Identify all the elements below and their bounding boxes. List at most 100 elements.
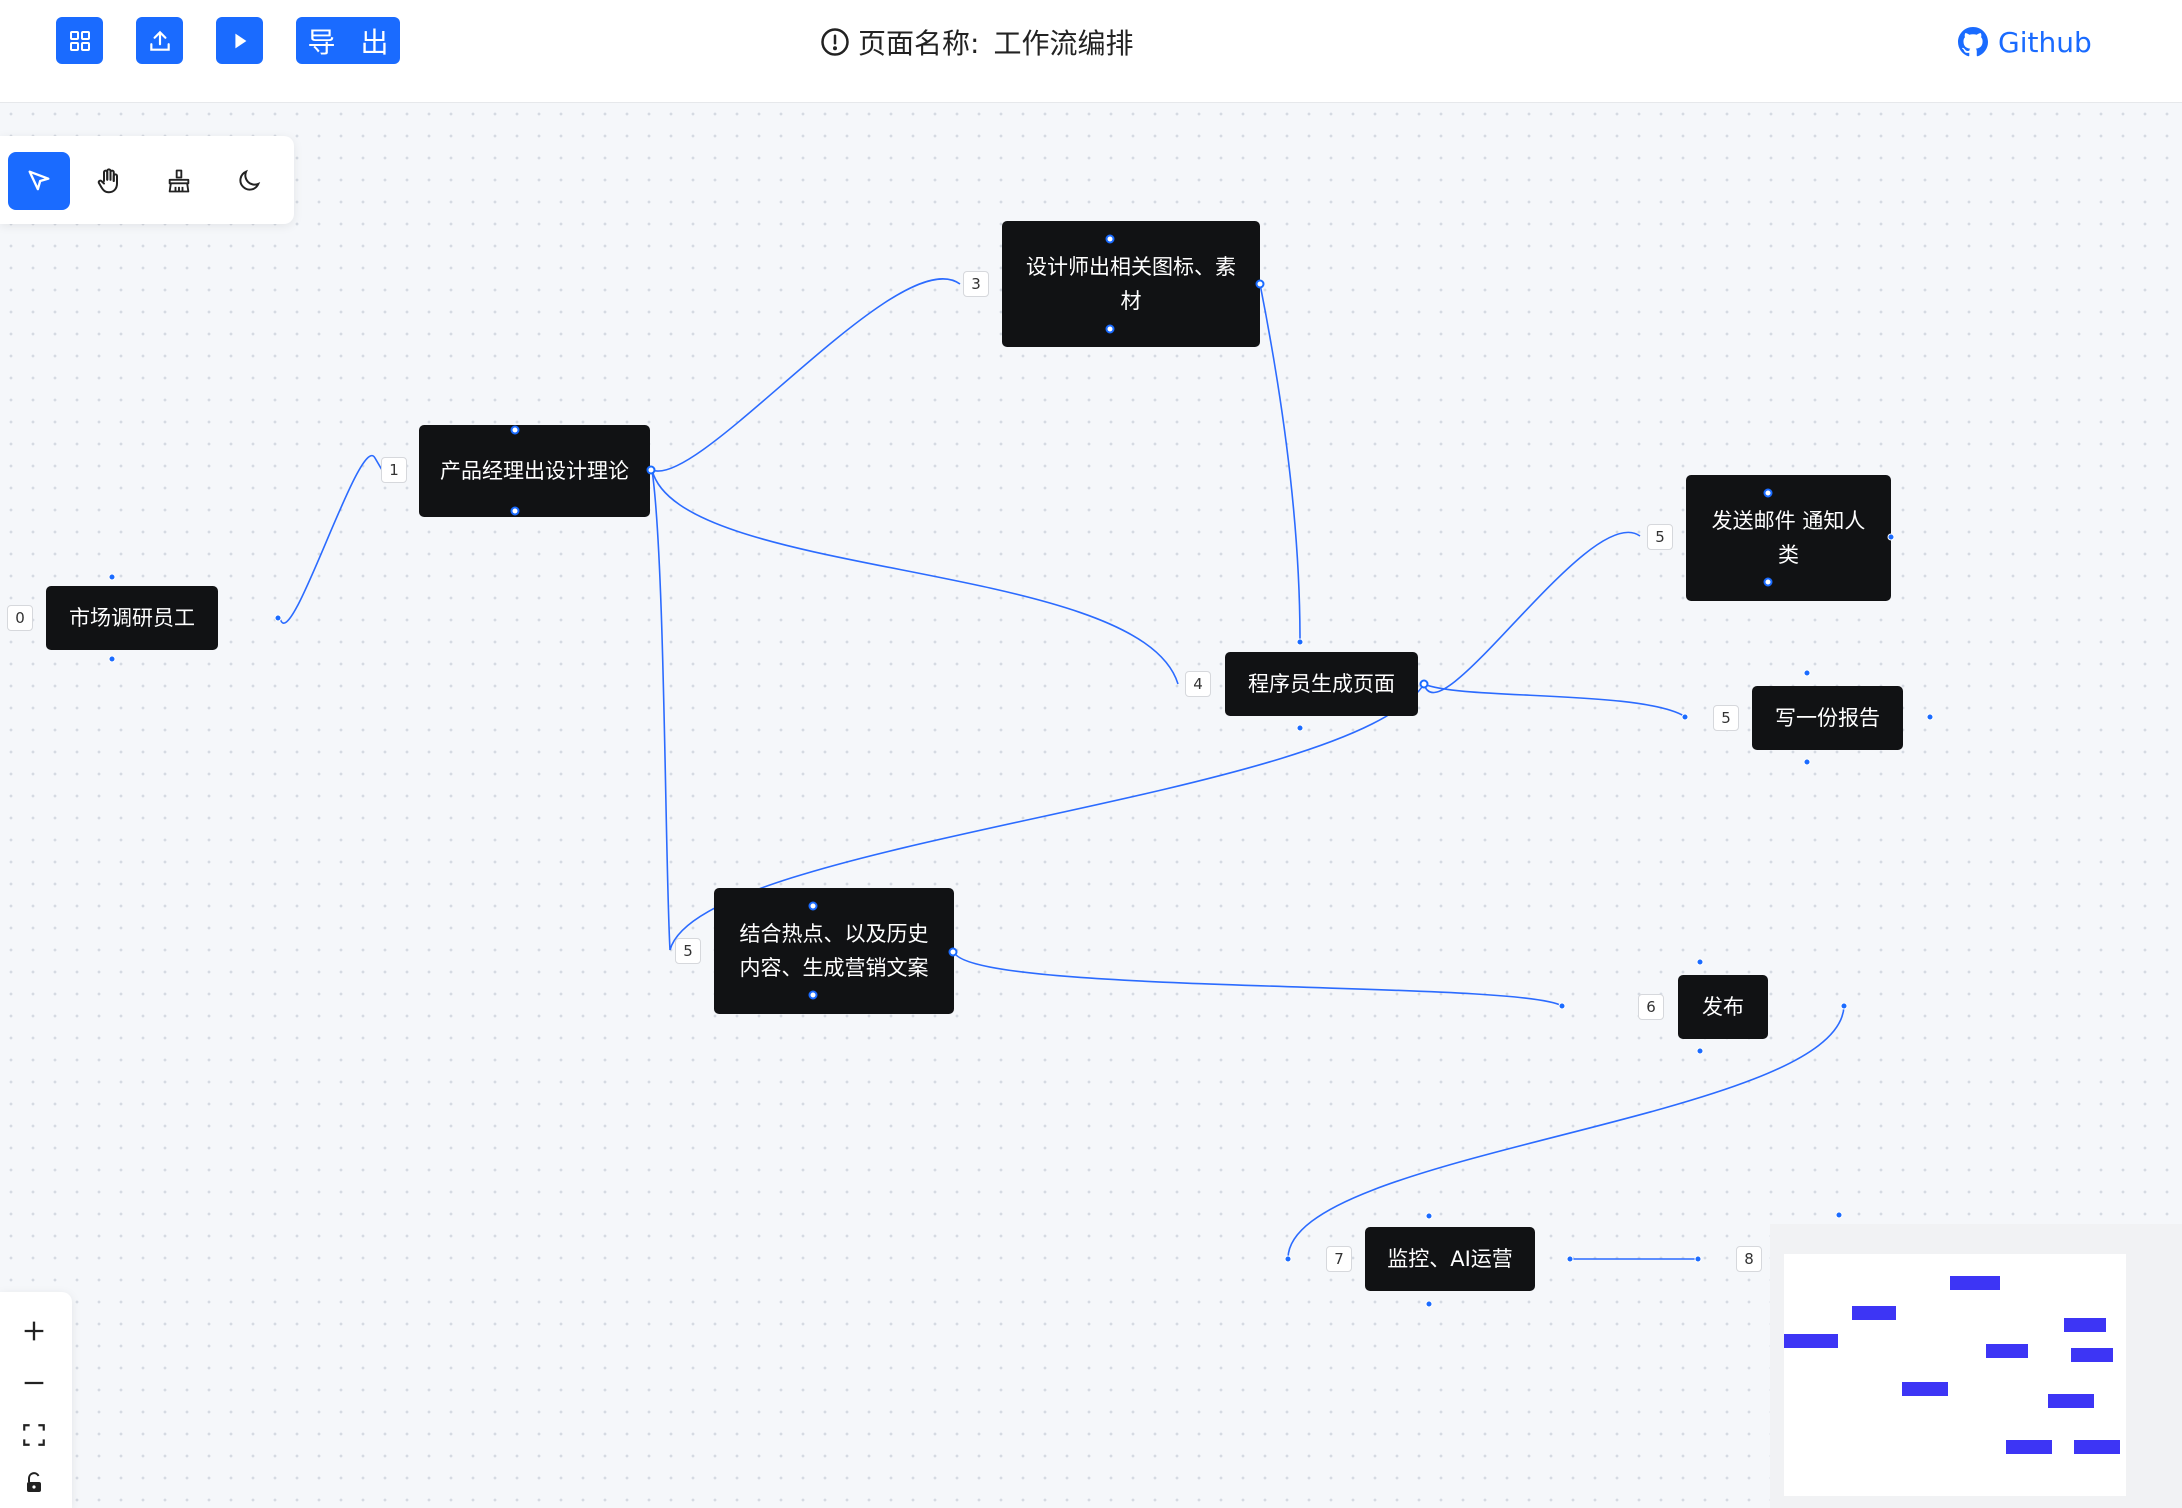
node-handle[interactable] xyxy=(1425,1212,1433,1220)
hand-icon xyxy=(97,168,118,194)
theme-toggle-button[interactable] xyxy=(218,152,280,210)
clear-tool-button[interactable] xyxy=(148,152,210,210)
step-badge: 7 xyxy=(1326,1246,1352,1272)
top-toolbar: 导 出 页面名称: 工作流编排 Github xyxy=(0,0,2182,103)
minimap-node xyxy=(2064,1318,2106,1332)
node-handle[interactable] xyxy=(108,655,116,663)
step-badge: 3 xyxy=(963,271,989,297)
workflow-node[interactable]: 写一份报告 xyxy=(1752,686,1903,750)
step-badge: 1 xyxy=(381,457,407,483)
pan-tool-button[interactable] xyxy=(78,152,140,210)
pointer-icon xyxy=(28,170,50,191)
node-handle[interactable] xyxy=(510,425,520,435)
node-handle[interactable] xyxy=(1696,958,1704,966)
zoom-controls xyxy=(0,1292,72,1508)
node-handle[interactable] xyxy=(1681,713,1689,721)
node-handle[interactable] xyxy=(510,506,520,516)
workflow-node[interactable]: 发布 xyxy=(1678,975,1768,1039)
workflow-node[interactable]: 监控、AI运营 xyxy=(1365,1227,1535,1291)
node-handle[interactable] xyxy=(1926,713,1934,721)
zoom-in-button[interactable] xyxy=(8,1306,60,1356)
lock-button[interactable] xyxy=(8,1458,60,1508)
step-badge: 0 xyxy=(7,605,33,631)
github-icon xyxy=(1958,27,1988,57)
minimap[interactable] xyxy=(1770,1224,2182,1508)
fit-view-icon xyxy=(23,1424,45,1446)
node-handle[interactable] xyxy=(1803,669,1811,677)
minimap-node xyxy=(1950,1276,2000,1290)
node-handle[interactable] xyxy=(1566,1255,1574,1263)
minimap-node xyxy=(2071,1348,2113,1362)
node-label: 程序员生成页面 xyxy=(1248,672,1395,696)
node-handle[interactable] xyxy=(274,614,282,622)
node-handle[interactable] xyxy=(1558,1002,1566,1010)
node-label: 监控、AI运营 xyxy=(1387,1247,1513,1271)
workflow-node[interactable]: 产品经理出设计理论 xyxy=(419,425,650,517)
node-handle[interactable] xyxy=(1284,1255,1292,1263)
export-button[interactable]: 导 出 xyxy=(296,17,400,64)
minimap-node xyxy=(1902,1382,1948,1396)
zoom-in-icon xyxy=(24,1321,44,1341)
node-handle[interactable] xyxy=(1763,488,1773,498)
github-link[interactable]: Github xyxy=(1958,20,2092,64)
workflow-node[interactable]: 结合热点、以及历史内容、生成营销文案 xyxy=(714,888,954,1014)
brush-icon xyxy=(168,169,190,193)
node-label: 设计师出相关图标、素材 xyxy=(1026,255,1236,313)
minimap-viewport xyxy=(1784,1254,2126,1496)
node-handle[interactable] xyxy=(1763,577,1773,587)
lock-icon xyxy=(27,1472,41,1492)
node-handle[interactable] xyxy=(1255,279,1265,289)
node-handle[interactable] xyxy=(646,465,656,475)
page-title-label: 页面名称: xyxy=(858,27,980,60)
grid-button[interactable] xyxy=(56,17,103,64)
node-handle[interactable] xyxy=(108,573,116,581)
step-badge: 8 xyxy=(1736,1246,1762,1272)
github-label: Github xyxy=(1998,25,2092,59)
node-handle[interactable] xyxy=(948,947,958,957)
upload-button[interactable] xyxy=(136,17,183,64)
node-handle[interactable] xyxy=(1694,1255,1702,1263)
node-label: 产品经理出设计理论 xyxy=(440,459,629,483)
minimap-node xyxy=(1852,1306,1896,1320)
node-handle[interactable] xyxy=(1425,1300,1433,1308)
step-badge: 5 xyxy=(1647,524,1673,550)
node-handle[interactable] xyxy=(1887,533,1895,541)
workflow-node[interactable]: 发送邮件 通知人类 xyxy=(1686,475,1891,601)
tool-palette xyxy=(0,136,294,224)
node-handle[interactable] xyxy=(808,901,818,911)
node-handle[interactable] xyxy=(1835,1211,1843,1219)
page-name: 工作流编排 xyxy=(993,27,1134,60)
node-label: 发布 xyxy=(1702,995,1744,1019)
upload-icon xyxy=(149,30,170,51)
node-handle[interactable] xyxy=(808,990,818,1000)
grid-icon xyxy=(69,30,90,51)
workflow-node[interactable]: 市场调研员工 xyxy=(46,586,218,650)
step-badge: 6 xyxy=(1638,994,1664,1020)
fit-view-button[interactable] xyxy=(8,1410,60,1460)
node-label: 结合热点、以及历史内容、生成营销文案 xyxy=(739,922,929,980)
node-handle[interactable] xyxy=(1803,758,1811,766)
run-button[interactable] xyxy=(216,17,263,64)
node-handle[interactable] xyxy=(1696,1047,1704,1055)
select-tool-button[interactable] xyxy=(8,152,70,210)
node-handle[interactable] xyxy=(1296,724,1304,732)
minimap-node xyxy=(1784,1334,1838,1348)
page-title: 页面名称: 工作流编排 xyxy=(820,20,1133,64)
node-handle[interactable] xyxy=(1840,1002,1848,1010)
node-handle[interactable] xyxy=(1419,679,1429,689)
workflow-node[interactable]: 设计师出相关图标、素材 xyxy=(1002,221,1260,347)
zoom-out-button[interactable] xyxy=(8,1358,60,1408)
play-icon xyxy=(234,33,246,48)
step-badge: 5 xyxy=(1713,705,1739,731)
minimap-node xyxy=(2074,1440,2120,1454)
zoom-out-icon xyxy=(24,1381,44,1385)
node-handle[interactable] xyxy=(1105,324,1115,334)
step-badge: 4 xyxy=(1185,671,1211,697)
moon-icon xyxy=(239,169,261,191)
node-label: 发送邮件 通知人类 xyxy=(1711,509,1866,567)
minimap-node xyxy=(2048,1394,2094,1408)
workflow-node[interactable]: 程序员生成页面 xyxy=(1225,652,1418,716)
info-icon xyxy=(821,28,849,56)
node-handle[interactable] xyxy=(1105,234,1115,244)
node-handle[interactable] xyxy=(1296,638,1304,646)
